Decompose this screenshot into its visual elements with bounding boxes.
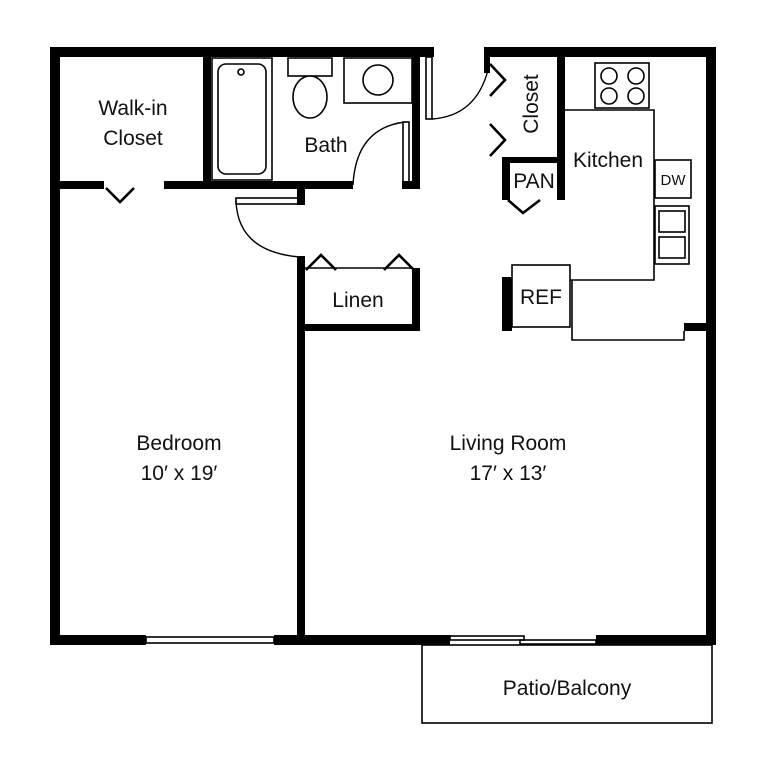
wall-right [706, 47, 716, 645]
living-room-label: Living Room [450, 432, 567, 455]
wall-top-left [50, 47, 434, 57]
windows [145, 56, 597, 645]
wall-bedroom-upper [297, 189, 305, 205]
bedroom-size: 10′ x 19′ [141, 462, 218, 485]
toilet-bowl [292, 75, 328, 119]
wall-pantry-top [502, 157, 565, 163]
patio-label: Patio/Balcony [503, 677, 632, 700]
bedroom-door-swing [235, 200, 301, 258]
burner-2 [627, 67, 645, 85]
wall-bottom-left [50, 635, 146, 645]
wall-closet-kitchen [557, 57, 565, 200]
burner-1 [600, 67, 618, 85]
closet-bifold-upper [489, 63, 507, 97]
bath-label: Bath [304, 134, 347, 157]
doors [105, 63, 541, 271]
wall-ref-left [502, 277, 512, 331]
entry-door-jamb [425, 56, 433, 120]
linen-bifold-left [305, 253, 337, 271]
sink-bowl-2 [658, 236, 686, 259]
burner-3 [600, 87, 618, 105]
linen-bottom [297, 324, 420, 331]
wall-bath-bottom-a [211, 181, 353, 189]
wall-left [50, 47, 60, 645]
closet-label: Closet [520, 74, 543, 134]
patio-balcony [421, 644, 713, 724]
linen-label: Linen [332, 289, 383, 312]
entry-door-swing [431, 69, 489, 120]
living-room-size: 17′ x 13′ [470, 462, 547, 485]
walk-in-closet-label-1: Walk-in [98, 97, 167, 120]
wall-bath-right [412, 57, 420, 189]
wall-closet-bath [203, 57, 211, 189]
walk-in-closet-label-2: Closet [103, 127, 163, 150]
closet-bifold-lower [489, 123, 507, 157]
dishwasher-label: DW [661, 172, 687, 189]
bath-fixtures [211, 57, 413, 181]
wall-closet-bottom-b [164, 181, 210, 189]
wall-bottom-right [596, 635, 716, 645]
bedroom-door-leaf [235, 197, 299, 205]
wall-kitchen-stub [684, 323, 706, 331]
interior-walls [60, 57, 706, 645]
bathtub-basin [217, 63, 267, 175]
linen-bifold-right [383, 253, 415, 271]
kitchen-counter [565, 109, 655, 281]
sink-bowl-1 [658, 210, 686, 233]
refrigerator-label: REF [520, 286, 562, 309]
bedroom-window [145, 636, 275, 644]
peninsula-counter [571, 280, 685, 341]
wall-linen-right [412, 268, 420, 330]
walk-in-bifold [105, 187, 135, 204]
refrigerator [511, 264, 571, 328]
linen-closet [297, 267, 420, 331]
wall-top-right [484, 47, 716, 57]
dishwasher [654, 159, 692, 199]
bedroom-label: Bedroom [136, 432, 221, 455]
wall-bottom-mid [274, 635, 450, 645]
toilet-tank [287, 57, 333, 77]
wall-pantry-left [502, 160, 510, 200]
pantry-label: PAN [513, 170, 555, 193]
room-labels: Walk-in Closet Bath Closet Kitchen PAN D… [98, 74, 686, 700]
patio-slider-left [449, 635, 525, 641]
pantry-bifold [507, 198, 541, 215]
wall-bedroom-lower [297, 256, 305, 645]
bath-door-leaf [402, 121, 410, 183]
exterior-walls [50, 47, 716, 645]
sink-basin [362, 64, 394, 96]
wall-closet-left [484, 57, 490, 73]
patio-slider-right [519, 639, 597, 645]
wall-bath-bottom-b [402, 181, 420, 189]
burner-4 [627, 87, 645, 105]
tub-drain [237, 68, 245, 76]
kitchen-label: Kitchen [573, 149, 643, 172]
kitchen-fixtures [511, 62, 692, 341]
bath-door-swing [352, 121, 406, 186]
wall-closet-bottom-a [60, 181, 104, 189]
